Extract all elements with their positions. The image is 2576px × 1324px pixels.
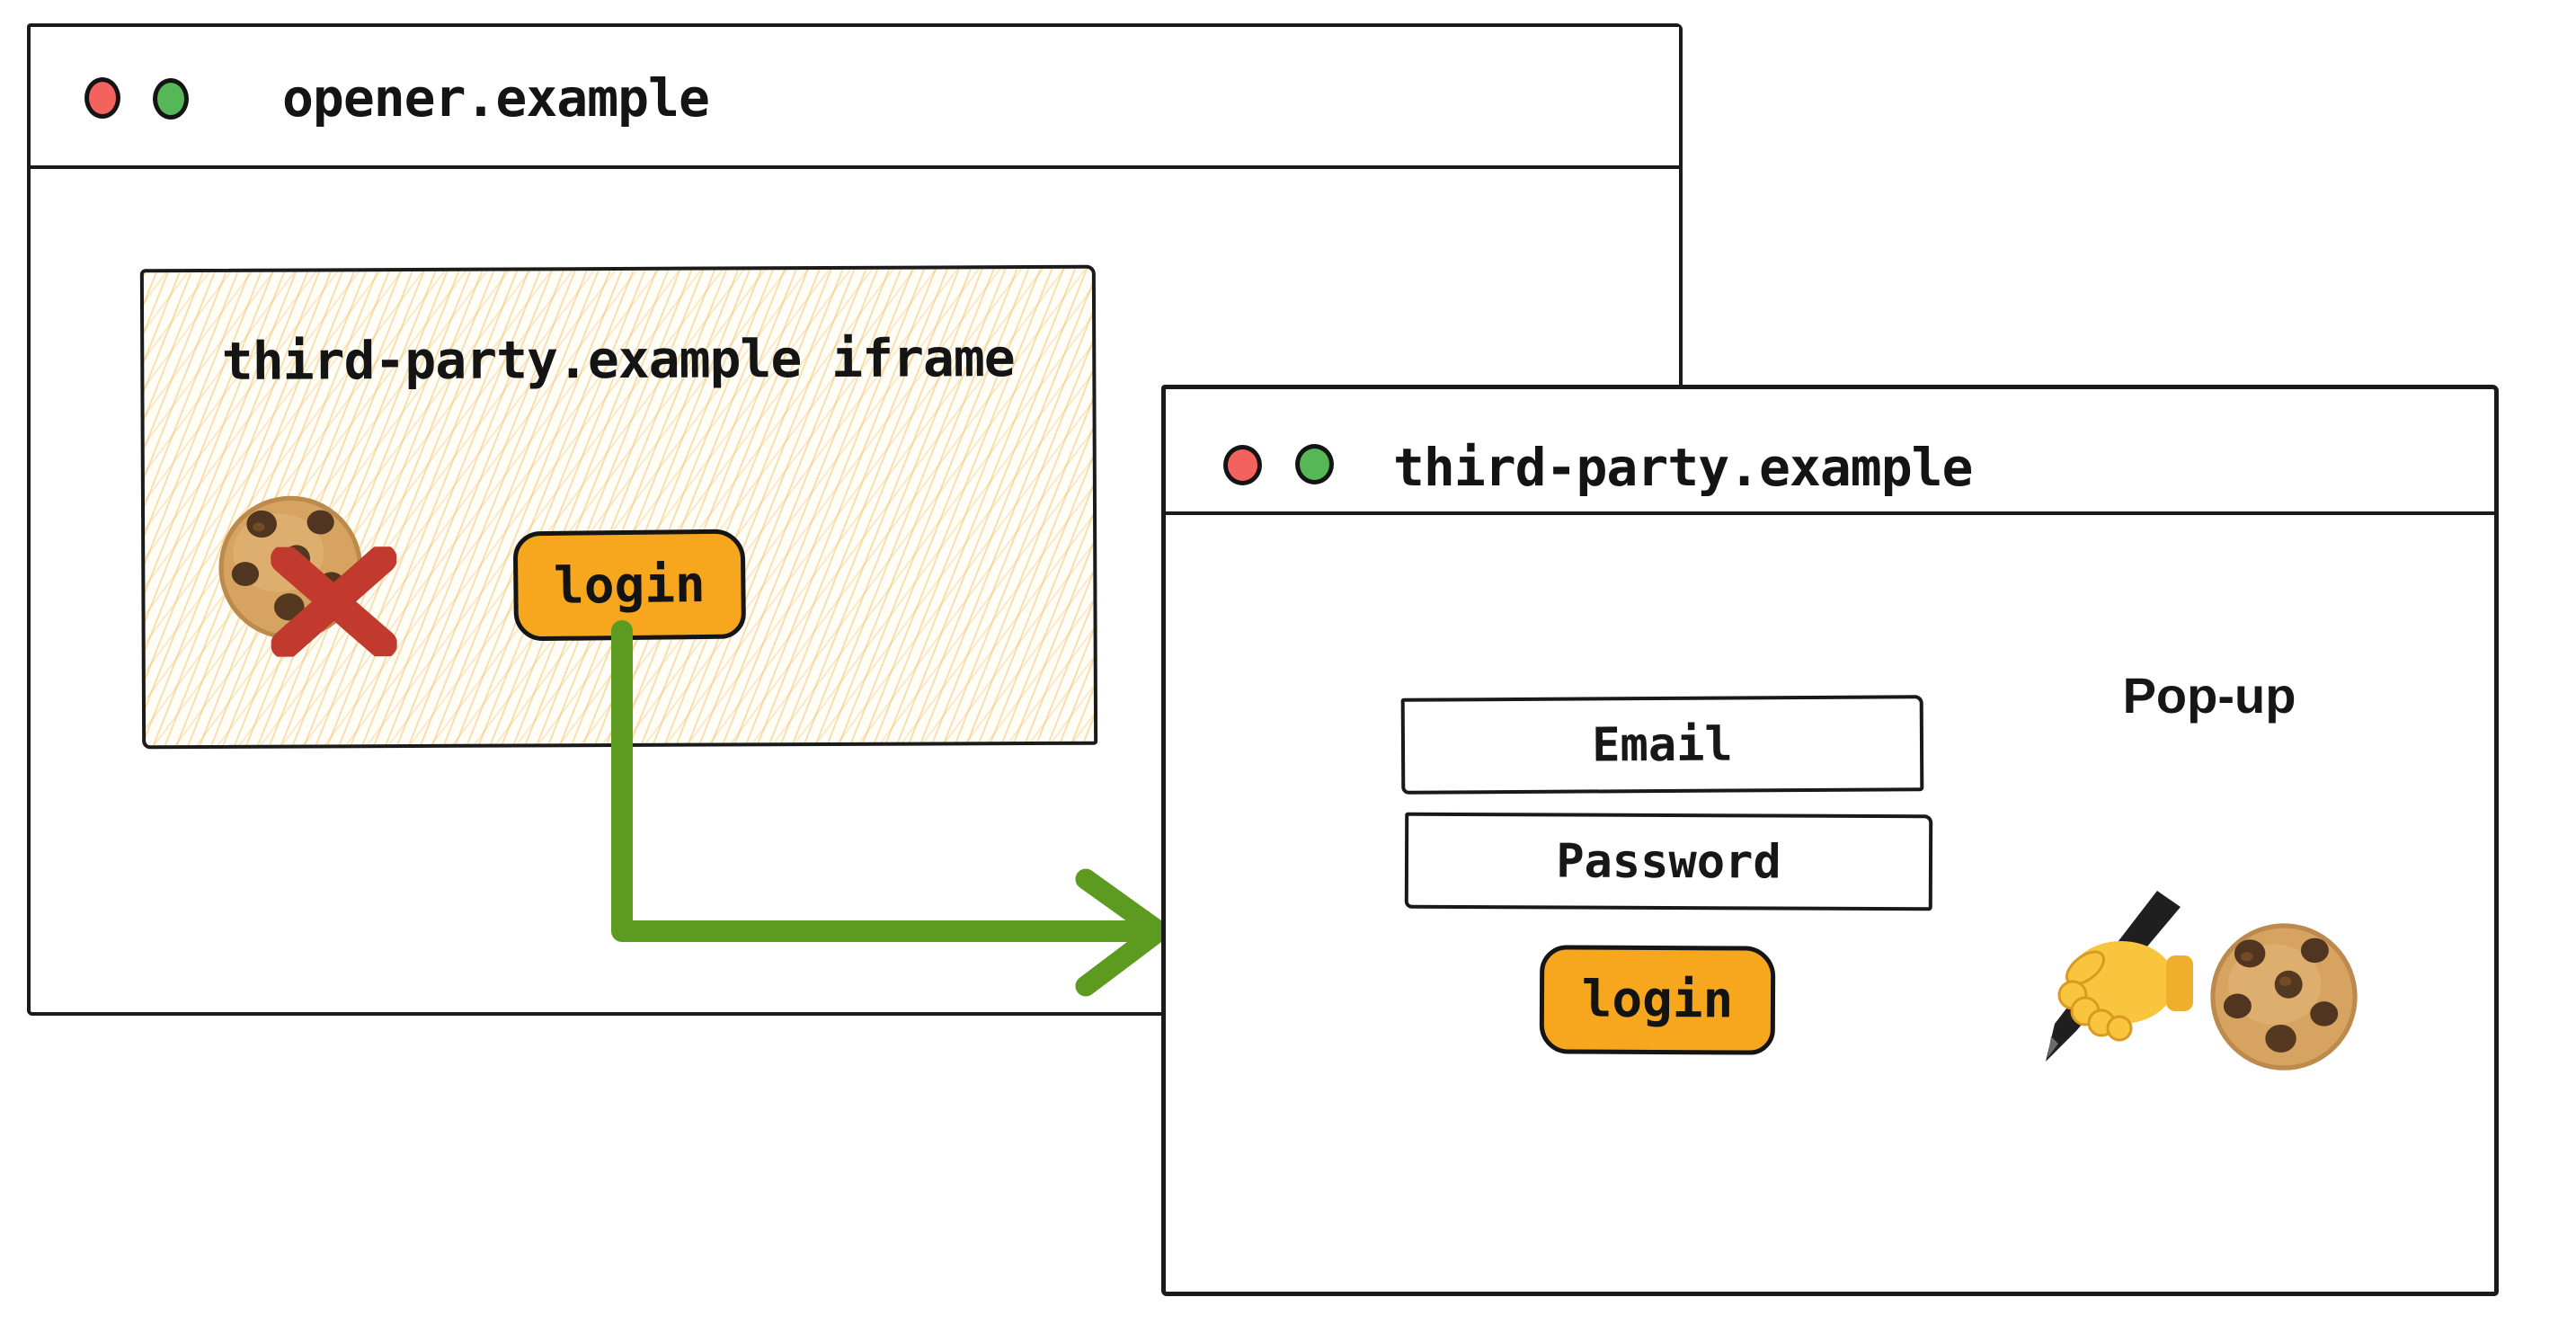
popup-titlebar: third-party.example xyxy=(1166,389,2494,515)
cookie-icon xyxy=(2210,923,2358,1071)
iframe-login-button[interactable]: login xyxy=(512,529,747,642)
window-control-red-icon xyxy=(84,77,120,119)
window-control-green-icon xyxy=(1295,444,1334,484)
writing-hand-icon xyxy=(2046,891,2193,1062)
third-party-iframe: third-party.example iframe login xyxy=(139,264,1098,750)
opener-titlebar: opener.example xyxy=(31,27,1679,169)
window-control-green-icon xyxy=(153,78,189,120)
password-field[interactable] xyxy=(1404,812,1933,911)
email-field[interactable] xyxy=(1400,695,1924,795)
popup-window-title: third-party.example xyxy=(1393,437,1973,498)
blocked-cross-icon xyxy=(271,546,397,657)
opener-window-title: opener.example xyxy=(282,67,710,129)
popup-login-button[interactable]: login xyxy=(1539,945,1776,1055)
popup-annotation: Pop-up xyxy=(2122,667,2296,724)
popup-window: third-party.example login Pop-up xyxy=(1161,385,2499,1296)
window-control-red-icon xyxy=(1223,445,1262,485)
iframe-label: third-party.example iframe xyxy=(221,327,1015,392)
